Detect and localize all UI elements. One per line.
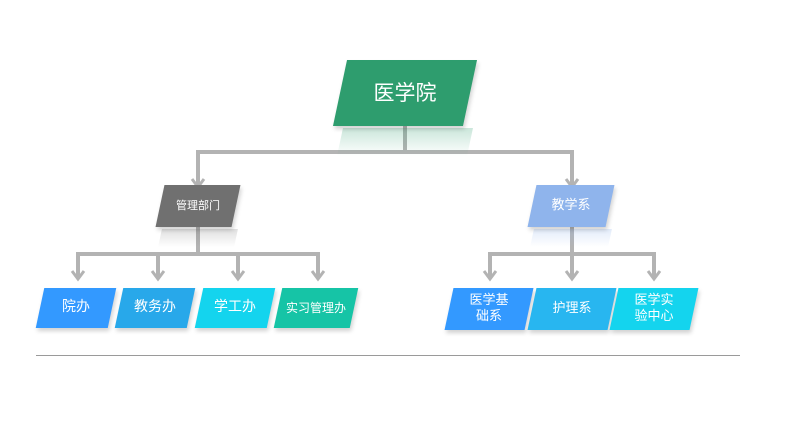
branch-node-management: 管理部门: [155, 185, 241, 227]
branch-node-teaching-label: 教学系: [551, 197, 591, 213]
arrow-head: [70, 270, 86, 282]
child-node-dean-office: 院办: [35, 288, 117, 328]
baseline-divider: [36, 355, 740, 356]
child-node-label: 医学实 验中心: [634, 292, 674, 324]
child-node-lab-center: 医学实 验中心: [609, 288, 699, 330]
arrow-head: [564, 270, 580, 282]
arrow-head: [482, 270, 498, 282]
child-node-label: 护理系: [552, 300, 592, 316]
branch-node-teaching: 教学系: [527, 185, 615, 227]
child-node-label: 学工办: [214, 299, 256, 316]
child-node-basic-medicine: 医学基 础系: [444, 288, 534, 330]
arrow-head: [646, 270, 662, 282]
child-node-internship-office: 实习管理办: [273, 288, 359, 328]
child-node-label: 教务办: [134, 299, 176, 316]
arrow-head: [230, 270, 246, 282]
arrow-head: [150, 270, 166, 282]
child-node-label: 实习管理办: [285, 300, 346, 315]
branch-node-management-label: 管理部门: [176, 199, 220, 213]
child-node-label: 院办: [62, 299, 90, 316]
child-node-nursing: 护理系: [527, 288, 617, 330]
child-node-academic-affairs: 教务办: [114, 288, 196, 328]
root-node: 医学院: [332, 60, 478, 126]
child-node-student-affairs: 学工办: [194, 288, 276, 328]
child-node-label: 医学基 础系: [469, 292, 509, 324]
arrow-head: [310, 270, 326, 282]
root-node-label: 医学院: [373, 80, 437, 105]
